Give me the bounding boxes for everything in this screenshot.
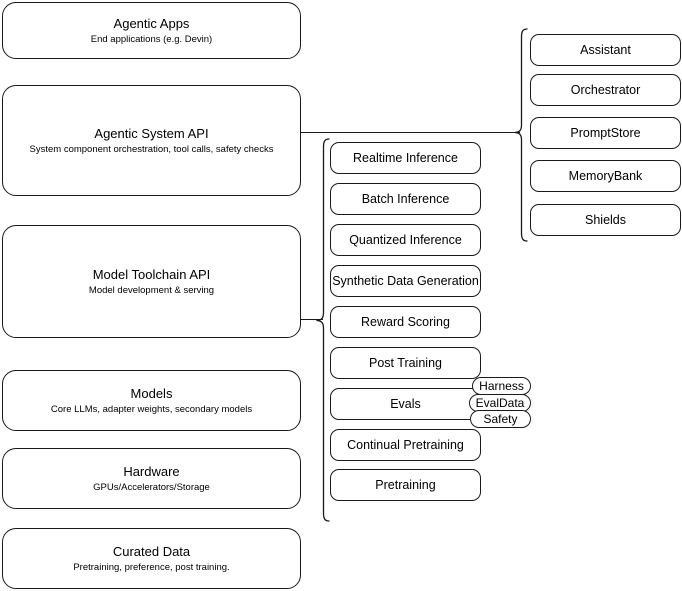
eval-subcomponent-label: EvalData — [475, 396, 525, 410]
system-component-promptstore[interactable]: PromptStore — [530, 117, 681, 149]
eval-subcomponent-label: Harness — [479, 379, 524, 393]
layer-subtitle: GPUs/Accelerators/Storage — [93, 481, 210, 493]
layer-subtitle: Model development & serving — [88, 284, 215, 296]
capability-label: Batch Inference — [361, 192, 450, 206]
layer-curated-data[interactable]: Curated Data Pretraining, preference, po… — [2, 528, 301, 589]
system-component-label: PromptStore — [570, 126, 641, 140]
layer-subtitle: Pretraining, preference, post training. — [73, 561, 230, 573]
capability-quantized-inference[interactable]: Quantized Inference — [330, 224, 481, 256]
connector-toolchain-to-capabilities — [301, 319, 323, 321]
brace-toolchain-capabilities — [316, 138, 330, 522]
capability-synthetic-data-generation[interactable]: Synthetic Data Generation — [330, 265, 481, 297]
capability-reward-scoring[interactable]: Reward Scoring — [330, 306, 481, 338]
layer-title: Curated Data — [112, 543, 191, 559]
capability-label: Quantized Inference — [349, 233, 462, 247]
layer-subtitle: Core LLMs, adapter weights, secondary mo… — [50, 403, 253, 415]
eval-subcomponent-label: Safety — [483, 412, 518, 426]
layer-models[interactable]: Models Core LLMs, adapter weights, secon… — [2, 370, 301, 431]
capability-realtime-inference[interactable]: Realtime Inference — [330, 142, 481, 174]
system-component-label: Orchestrator — [570, 83, 641, 97]
brace-system-components — [514, 28, 528, 242]
layer-title: Agentic System API — [94, 125, 209, 141]
system-component-orchestrator[interactable]: Orchestrator — [530, 74, 681, 106]
layer-hardware[interactable]: Hardware GPUs/Accelerators/Storage — [2, 448, 301, 509]
eval-subcomponent-safety[interactable]: Safety — [470, 410, 531, 428]
layer-agentic-apps[interactable]: Agentic Apps End applications (e.g. Devi… — [2, 2, 301, 59]
connector-system-api-to-components — [301, 132, 520, 134]
capability-evals[interactable]: Evals — [330, 388, 481, 420]
capability-batch-inference[interactable]: Batch Inference — [330, 183, 481, 215]
layer-model-toolchain-api[interactable]: Model Toolchain API Model development & … — [2, 225, 301, 338]
capability-label: Realtime Inference — [353, 151, 458, 165]
system-component-label: Shields — [585, 213, 626, 227]
system-component-memorybank[interactable]: MemoryBank — [530, 160, 681, 192]
capability-label: Post Training — [369, 356, 442, 370]
eval-subcomponent-harness[interactable]: Harness — [472, 377, 531, 395]
layer-subtitle: System component orchestration, tool cal… — [29, 143, 274, 155]
layer-title: Agentic Apps — [113, 15, 190, 31]
capability-label: Continual Pretraining — [347, 438, 464, 452]
system-component-label: MemoryBank — [568, 169, 643, 183]
capability-label: Evals — [390, 397, 421, 411]
system-component-shields[interactable]: Shields — [530, 204, 681, 236]
layer-agentic-system-api[interactable]: Agentic System API System component orch… — [2, 85, 301, 196]
system-component-assistant[interactable]: Assistant — [530, 34, 681, 66]
capability-continual-pretraining[interactable]: Continual Pretraining — [330, 429, 481, 461]
capability-post-training[interactable]: Post Training — [330, 347, 481, 379]
layer-title: Model Toolchain API — [92, 266, 211, 282]
layer-subtitle: End applications (e.g. Devin) — [90, 33, 213, 45]
layer-title: Hardware — [123, 463, 180, 479]
capability-label: Reward Scoring — [361, 315, 450, 329]
layer-title: Models — [130, 385, 173, 401]
capability-label: Synthetic Data Generation — [332, 274, 479, 288]
system-component-label: Assistant — [580, 43, 631, 57]
eval-subcomponent-evaldata[interactable]: EvalData — [469, 394, 531, 412]
capability-pretraining[interactable]: Pretraining — [330, 469, 481, 501]
capability-label: Pretraining — [375, 478, 436, 492]
